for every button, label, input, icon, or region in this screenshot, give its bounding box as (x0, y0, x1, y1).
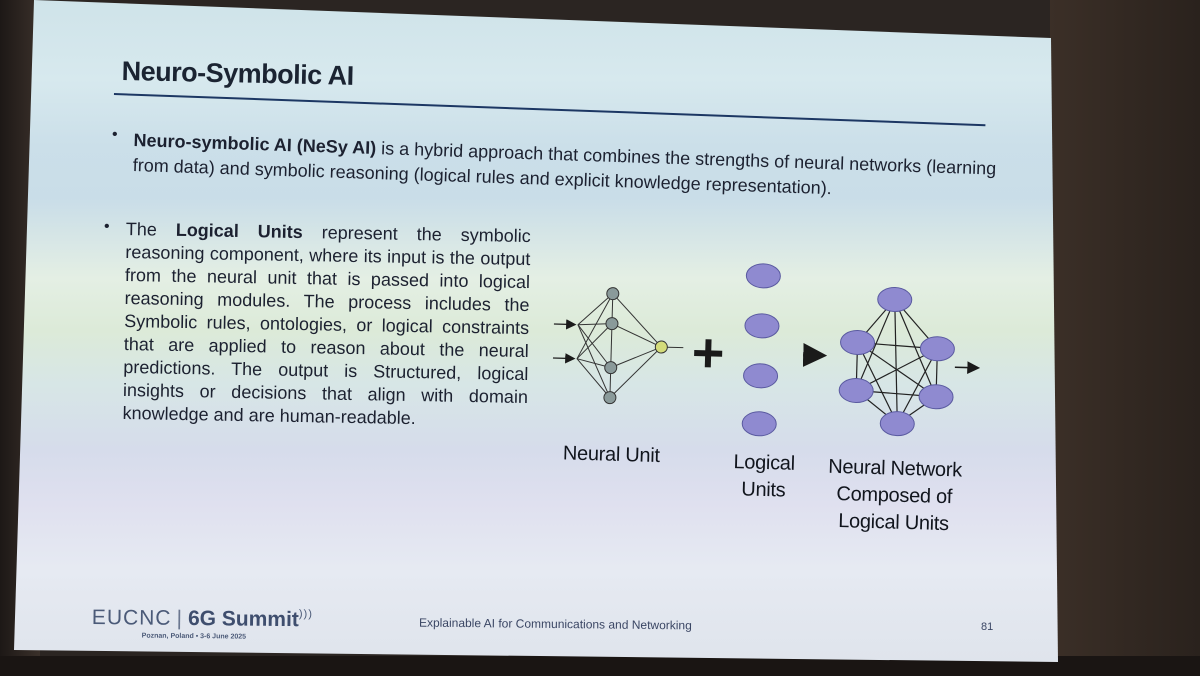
composed-network-label: Neural Network Composed of Logical Units (818, 454, 970, 539)
network-logical-unit (879, 411, 915, 437)
composed-label-line2: Composed of (836, 482, 953, 509)
room-floor (0, 656, 1200, 676)
bullet-logical-units: The Logical Units represent the symbolic… (122, 218, 531, 432)
slide-page-number: 81 (981, 621, 994, 633)
logo-subtitle: Poznan, Poland • 3-6 June 2025 (141, 632, 247, 641)
network-logical-unit (840, 330, 876, 356)
logical-units-label-line1: Logical (733, 451, 796, 475)
bullet-dot-2: • (104, 218, 110, 235)
signal-icon: ))) (298, 608, 313, 621)
bullet-1-bold: Neuro-symbolic AI (NeSy AI) (133, 129, 377, 159)
composed-label-line1: Neural Network (827, 455, 963, 482)
logical-unit-icon (745, 263, 781, 289)
neural-unit-label: Neural Unit (562, 442, 660, 468)
network-logical-unit (918, 384, 954, 410)
network-logical-unit (877, 287, 913, 313)
output-neuron (654, 340, 668, 354)
network-logical-unit (838, 377, 874, 403)
logo-eucnc-text: EUCNC (91, 606, 172, 630)
bullet-dot-1: • (112, 126, 118, 143)
logo-summit-text: 6G Summit (187, 607, 299, 632)
bullet-2-bold: Logical Units (175, 219, 303, 243)
hidden-neuron (604, 361, 618, 375)
bullet-2-pre: The (125, 218, 176, 240)
eucnc-logo: EUCNC|6G Summit))) Poznan, Poland • 3-6 … (91, 606, 313, 641)
logical-unit-icon (744, 313, 780, 339)
composed-label-line3: Logical Units (837, 510, 950, 536)
hidden-neuron (606, 287, 620, 301)
logical-unit-icon (741, 411, 777, 437)
hidden-neuron (605, 317, 619, 331)
title-underline (113, 93, 986, 127)
logical-units-graphic (741, 263, 781, 437)
logical-units-label-line2: Units (741, 478, 786, 502)
bullet-2-text: represent the symbolic reasoning compone… (122, 222, 531, 429)
room-background-right (1050, 0, 1200, 676)
composed-network-graphic (838, 287, 981, 437)
diagram-graphics (552, 263, 981, 437)
projection-screen: Neuro-Symbolic AI • Neuro-symbolic AI (N… (14, 0, 1058, 662)
hidden-neuron (603, 391, 617, 405)
arrow-to-network (802, 343, 828, 367)
footer-presentation-title: Explainable AI for Communications and Ne… (418, 615, 692, 633)
nesy-diagram: Neural Unit Logical Units Neural Network… (548, 250, 994, 535)
bullet-nesy-definition: Neuro-symbolic AI (NeSy AI) is a hybrid … (132, 128, 999, 207)
network-logical-unit (919, 336, 955, 362)
slide-title: Neuro-Symbolic AI (121, 56, 354, 91)
logical-units-label: Logical Units (723, 449, 804, 505)
plus-sign (694, 339, 723, 368)
neural-unit-graphic (552, 287, 684, 405)
logical-unit-icon (743, 363, 779, 389)
